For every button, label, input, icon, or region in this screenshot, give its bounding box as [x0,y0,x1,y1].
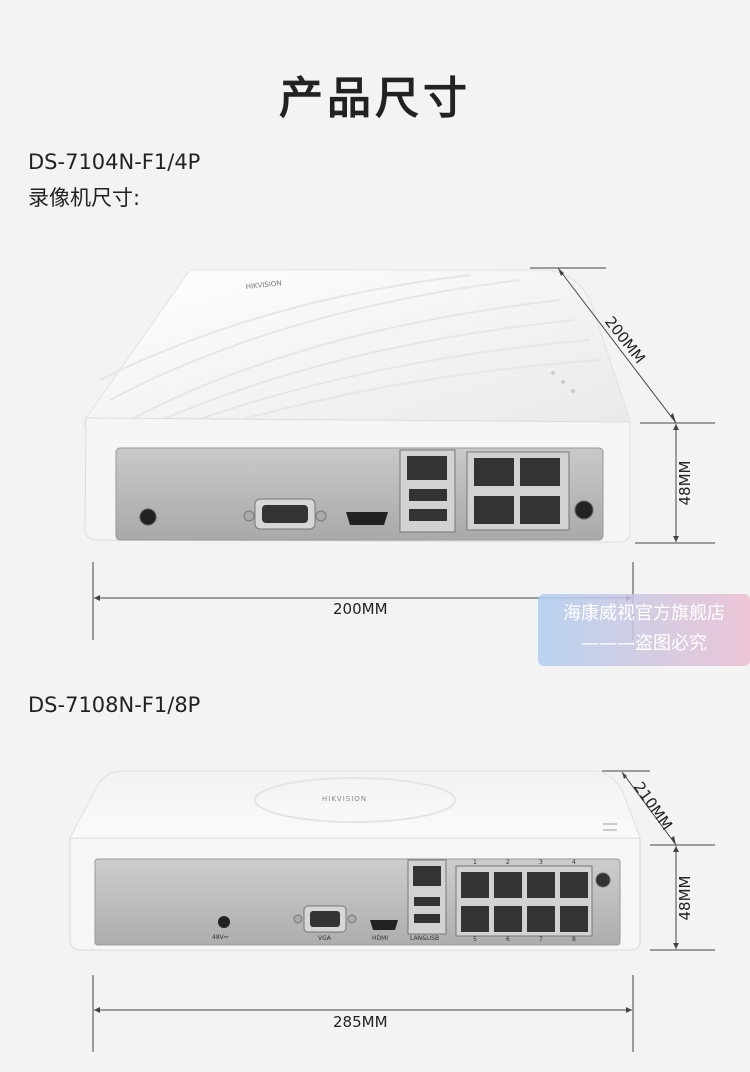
product1-device-image: HIKVISION [83,267,715,640]
product2-port-number: 6 [506,936,510,943]
product2-hdmi-label: HDMI [372,935,389,942]
product2-port-number: 4 [572,859,576,866]
watermark-line2: ———盗图必究 [581,633,707,654]
product1-subtitle: 录像机尺寸: [28,186,141,210]
product2-vga-label: VGA [318,935,331,942]
product2-port-number: 2 [506,859,510,866]
product2-lanusb-label: LAN&USB [410,935,440,942]
product2-power-label: 48V⎓ [212,934,229,941]
product2-brand-logo: HIKVISION [322,795,368,803]
product2-port-number: 1 [473,859,477,866]
product2-port-number: 3 [539,859,543,866]
product2-port-number: 7 [539,936,543,943]
product1-width-label: 200MM [333,600,388,618]
product2-height-label: 48MM [676,875,694,921]
watermark: 海康威视官方旗舰店 ———盗图必究 [538,594,750,666]
watermark-line1: 海康威视官方旗舰店 [563,603,725,624]
page-title: 产品尺寸 [279,73,471,124]
product1-height-label: 48MM [676,460,694,506]
product2-model: DS-7108N-F1/8P [28,693,201,717]
product2-port-number: 5 [473,936,477,943]
product2-port-number: 8 [572,936,576,943]
product1-model: DS-7104N-F1/4P [28,150,201,174]
product1-brand-logo: HIKVISION [245,279,282,291]
product2-width-label: 285MM [333,1013,388,1031]
product2-device-image [69,770,715,1052]
